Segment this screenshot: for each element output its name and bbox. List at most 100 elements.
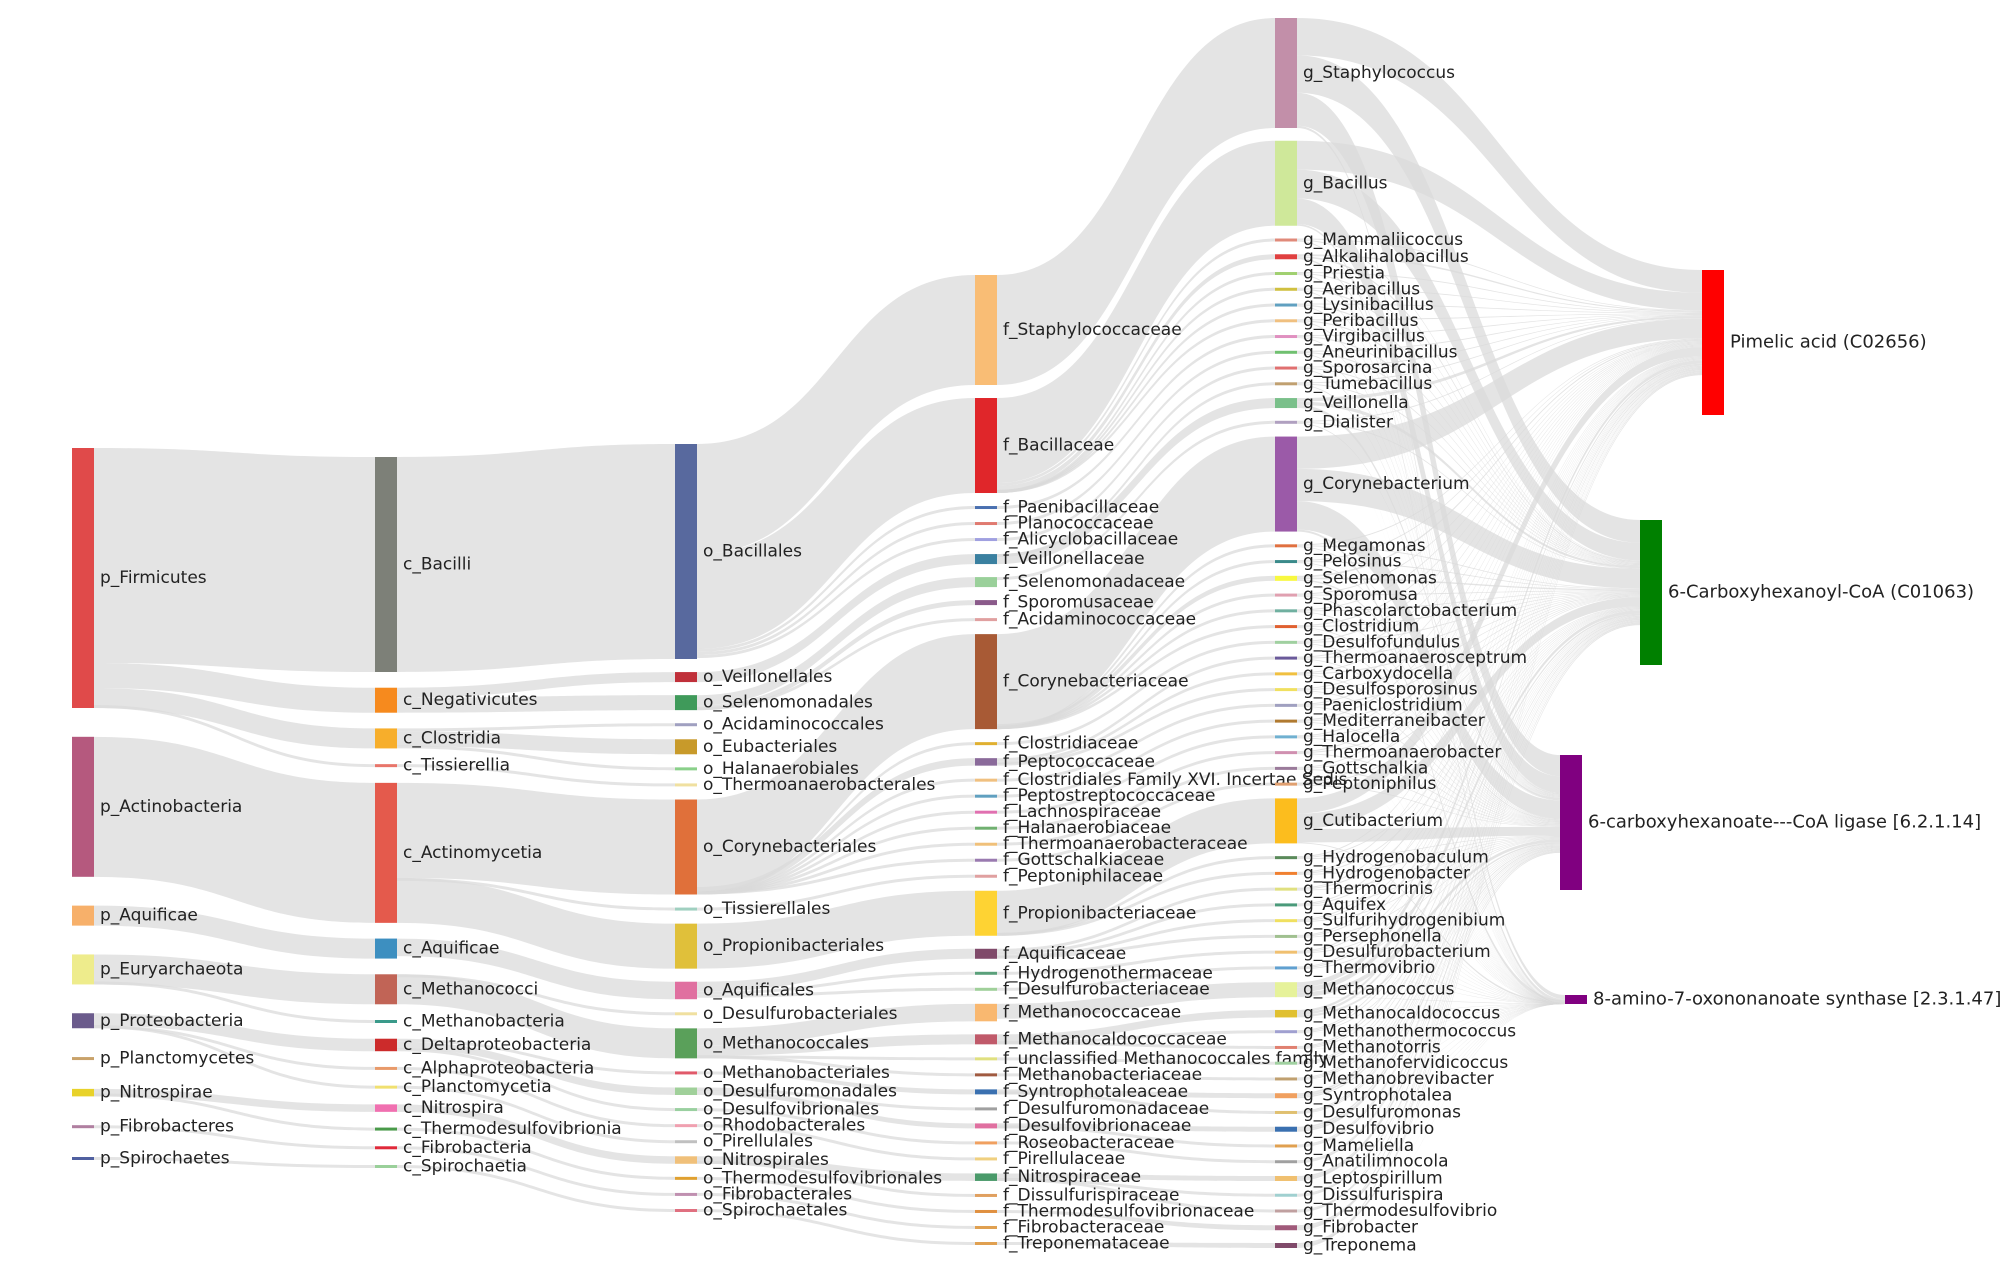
node-f-corynebacteriaceae[interactable]	[975, 634, 997, 730]
node-p-firmicutes[interactable]	[72, 448, 94, 708]
node-f-desulfurobacteriaceae[interactable]	[975, 987, 997, 991]
node-f-syntrophotaleaceae[interactable]	[975, 1089, 997, 1095]
node-p-spirochaetes[interactable]	[72, 1157, 94, 1160]
node-f-nitrospiraceae[interactable]	[975, 1173, 997, 1181]
node-g-alkalihalobacillus[interactable]	[1275, 254, 1297, 260]
node-f-unclassified-methanococcales-family[interactable]	[975, 1057, 997, 1061]
node-o-eubacteriales[interactable]	[675, 739, 697, 755]
node-c-methanobacteria[interactable]	[375, 1020, 397, 1023]
node-g-desulfovibrio[interactable]	[1275, 1126, 1297, 1132]
node-g-priestia[interactable]	[1275, 272, 1297, 276]
node-o-rhodobacterales[interactable]	[675, 1124, 697, 1128]
node-p-euryarchaeota[interactable]	[72, 954, 94, 985]
node-f-methanobacteriaceae[interactable]	[975, 1073, 997, 1077]
node-g-peptoniphilus[interactable]	[1275, 782, 1297, 786]
node-g-thermocrinis[interactable]	[1275, 887, 1297, 891]
node-o-halanaerobiales[interactable]	[675, 767, 697, 771]
node-f-treponemataceae[interactable]	[975, 1242, 997, 1245]
target-node-8-amino-7-oxononanoate-synthase-2-3-1-47[interactable]	[1565, 995, 1587, 1004]
node-f-lachnospiraceae[interactable]	[975, 810, 997, 814]
node-c-thermodesulfovibrionia[interactable]	[375, 1127, 397, 1131]
node-g-leptospirillum[interactable]	[1275, 1175, 1297, 1181]
node-g-methanofervidicoccus[interactable]	[1275, 1061, 1297, 1065]
node-c-nitrospira[interactable]	[375, 1104, 397, 1112]
node-o-spirochaetales[interactable]	[675, 1209, 697, 1212]
node-p-planctomycetes[interactable]	[72, 1057, 94, 1061]
node-c-methanococci[interactable]	[375, 974, 397, 1005]
node-f-thermodesulfovibrionaceae[interactable]	[975, 1209, 997, 1213]
node-c-tissierellia[interactable]	[375, 764, 397, 768]
node-f-paenibacillaceae[interactable]	[975, 506, 997, 510]
node-g-cutibacterium[interactable]	[1275, 798, 1297, 844]
node-f-clostridiales-family-xvi-incertae-sedis[interactable]	[975, 778, 997, 782]
node-g-thermoanaerobacter[interactable]	[1275, 751, 1297, 755]
node-f-halanaerobiaceae[interactable]	[975, 826, 997, 830]
node-p-fibrobacteres[interactable]	[72, 1125, 94, 1129]
node-o-thermoanaerobacterales[interactable]	[675, 783, 697, 787]
node-g-peribacillus[interactable]	[1275, 319, 1297, 323]
node-g-dissulfurispira[interactable]	[1275, 1193, 1297, 1197]
node-o-tissierellales[interactable]	[675, 907, 697, 911]
node-g-methanotorris[interactable]	[1275, 1045, 1297, 1049]
node-g-treponema[interactable]	[1275, 1243, 1297, 1248]
node-g-sporomusa[interactable]	[1275, 593, 1297, 597]
node-g-syntrophotalea[interactable]	[1275, 1093, 1297, 1099]
node-f-clostridiaceae[interactable]	[975, 742, 997, 746]
node-g-thermoanaerosceptrum[interactable]	[1275, 656, 1297, 660]
target-node-6-carboxyhexanoate-coa-ligase-6-2-1-14[interactable]	[1560, 755, 1582, 890]
node-f-methanocaldococcaceae[interactable]	[975, 1034, 997, 1045]
node-g-thermovibrio[interactable]	[1275, 966, 1297, 970]
node-o-acidaminococcales[interactable]	[675, 723, 697, 727]
node-g-sporosarcina[interactable]	[1275, 366, 1297, 370]
node-g-methanothermococcus[interactable]	[1275, 1030, 1297, 1034]
node-g-aneurinibacillus[interactable]	[1275, 350, 1297, 354]
node-p-actinobacteria[interactable]	[72, 736, 94, 877]
node-o-fibrobacterales[interactable]	[675, 1192, 697, 1196]
node-g-selenomonas[interactable]	[1275, 575, 1297, 581]
node-o-propionibacteriales[interactable]	[675, 923, 697, 969]
node-f-roseobacteraceae[interactable]	[975, 1141, 997, 1145]
node-f-methanococcaceae[interactable]	[975, 1003, 997, 1022]
node-o-desulfuromonadales[interactable]	[675, 1087, 697, 1096]
node-g-persephonella[interactable]	[1275, 934, 1297, 938]
node-c-spirochaetia[interactable]	[375, 1165, 397, 1168]
node-o-corynebacteriales[interactable]	[675, 799, 697, 895]
node-g-desulfofundulus[interactable]	[1275, 640, 1297, 644]
target-node-pimelic-acid-c02656[interactable]	[1702, 270, 1724, 415]
node-g-phascolarctobacterium[interactable]	[1275, 609, 1297, 613]
node-o-bacillales[interactable]	[675, 444, 697, 659]
node-g-aeribacillus[interactable]	[1275, 287, 1297, 291]
node-f-veillonellaceae[interactable]	[975, 554, 997, 565]
node-f-dissulfurispiraceae[interactable]	[975, 1193, 997, 1197]
node-g-hydrogenobacter[interactable]	[1275, 871, 1297, 875]
node-c-fibrobacteria[interactable]	[375, 1146, 397, 1150]
node-g-tumebacillus[interactable]	[1275, 382, 1297, 386]
node-f-thermoanaerobacteraceae[interactable]	[975, 842, 997, 846]
node-g-fibrobacter[interactable]	[1275, 1225, 1297, 1231]
node-g-methanocaldococcus[interactable]	[1275, 1009, 1297, 1018]
node-g-desulfuromonas[interactable]	[1275, 1110, 1297, 1114]
node-o-aquificales[interactable]	[675, 981, 697, 1000]
node-f-peptoniphilaceae[interactable]	[975, 874, 997, 878]
node-o-veillonellales[interactable]	[675, 672, 697, 683]
node-g-lysinibacillus[interactable]	[1275, 303, 1297, 307]
node-g-virgibacillus[interactable]	[1275, 335, 1297, 339]
node-f-planococcaceae[interactable]	[975, 522, 997, 526]
node-f-fibrobacteraceae[interactable]	[975, 1225, 997, 1229]
node-o-desulfurobacteriales[interactable]	[675, 1012, 697, 1016]
node-g-paeniclostridium[interactable]	[1275, 703, 1297, 707]
node-o-pirellulales[interactable]	[675, 1140, 697, 1144]
node-o-methanobacteriales[interactable]	[675, 1071, 697, 1075]
node-f-alicyclobacillaceae[interactable]	[975, 538, 997, 542]
target-node-6-carboxyhexanoyl-coa-c01063[interactable]	[1640, 520, 1662, 665]
node-p-aquificae[interactable]	[72, 905, 94, 926]
node-o-nitrospirales[interactable]	[675, 1156, 697, 1164]
node-c-aquificae[interactable]	[375, 938, 397, 959]
node-f-staphylococcaceae[interactable]	[975, 275, 997, 385]
node-o-methanococcales[interactable]	[675, 1028, 697, 1059]
node-p-nitrospirae[interactable]	[72, 1088, 94, 1097]
node-g-corynebacterium[interactable]	[1275, 436, 1297, 532]
node-g-staphylococcus[interactable]	[1275, 18, 1297, 128]
node-f-peptococcaceae[interactable]	[975, 758, 997, 766]
node-f-gottschalkiaceae[interactable]	[975, 858, 997, 862]
